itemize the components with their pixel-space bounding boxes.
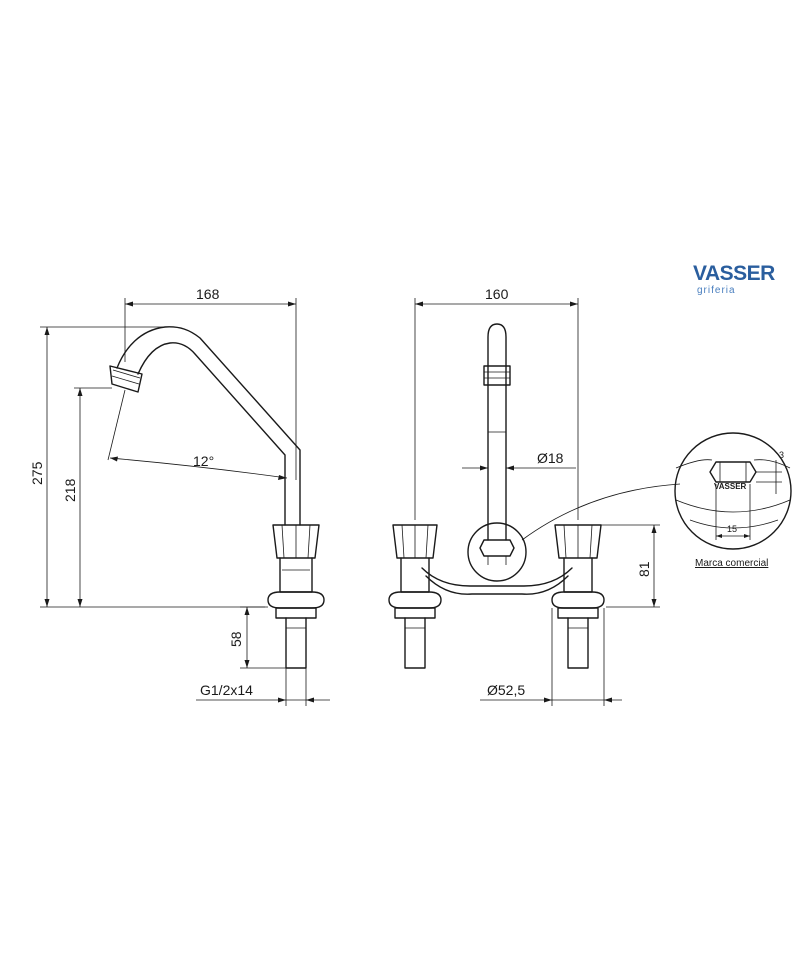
side-view: 168 275 218 12°: [29, 286, 330, 706]
front-dim-height-label: 81: [636, 561, 652, 577]
front-spout: [483, 323, 511, 541]
brand-tagline: griferia: [697, 285, 736, 296]
side-dim-total-height-label: 275: [29, 461, 45, 485]
side-dim-total-height: 275: [29, 326, 265, 608]
front-dim-width: 160: [414, 286, 579, 520]
side-dim-spout-height: 218: [62, 387, 112, 607]
brand-name: VASSER: [693, 262, 775, 285]
front-center-body: [467, 522, 527, 582]
front-view: 160 Ø18 81 Ø52,5: [388, 286, 660, 706]
front-right-valve: [551, 524, 605, 669]
front-dim-base-diameter-label: Ø52,5: [487, 682, 525, 698]
detail-callout: VASSER 3 15 Marca comercial: [521, 432, 792, 569]
front-left-valve: [388, 524, 442, 669]
front-dim-spout-diameter-label: Ø18: [537, 450, 564, 466]
detail-dim-width-label: 15: [727, 524, 737, 534]
brand-logo: VASSER griferia: [693, 262, 776, 296]
side-thread-label: G1/2x14: [200, 682, 253, 698]
side-dim-width: 168: [124, 286, 297, 480]
side-dim-shank: 58: [228, 606, 286, 669]
side-dim-angle: 12°: [107, 389, 288, 480]
front-dim-width-label: 160: [485, 286, 509, 302]
front-dim-height: 81: [600, 524, 660, 608]
side-dim-spout-height-label: 218: [62, 478, 78, 502]
front-dim-spout-diameter: Ø18: [462, 450, 576, 471]
side-handle: [272, 524, 320, 559]
detail-caption: Marca comercial: [695, 558, 768, 569]
front-dim-base-diameter: Ø52,5: [480, 608, 622, 706]
side-thread: G1/2x14: [196, 668, 330, 706]
side-dim-shank-label: 58: [228, 631, 244, 647]
detail-logo-mark: VASSER: [714, 482, 747, 491]
side-dim-width-label: 168: [196, 286, 220, 302]
side-spout: [109, 326, 301, 526]
side-dim-angle-label: 12°: [193, 453, 214, 469]
detail-dim-small-label: 3: [779, 450, 784, 460]
